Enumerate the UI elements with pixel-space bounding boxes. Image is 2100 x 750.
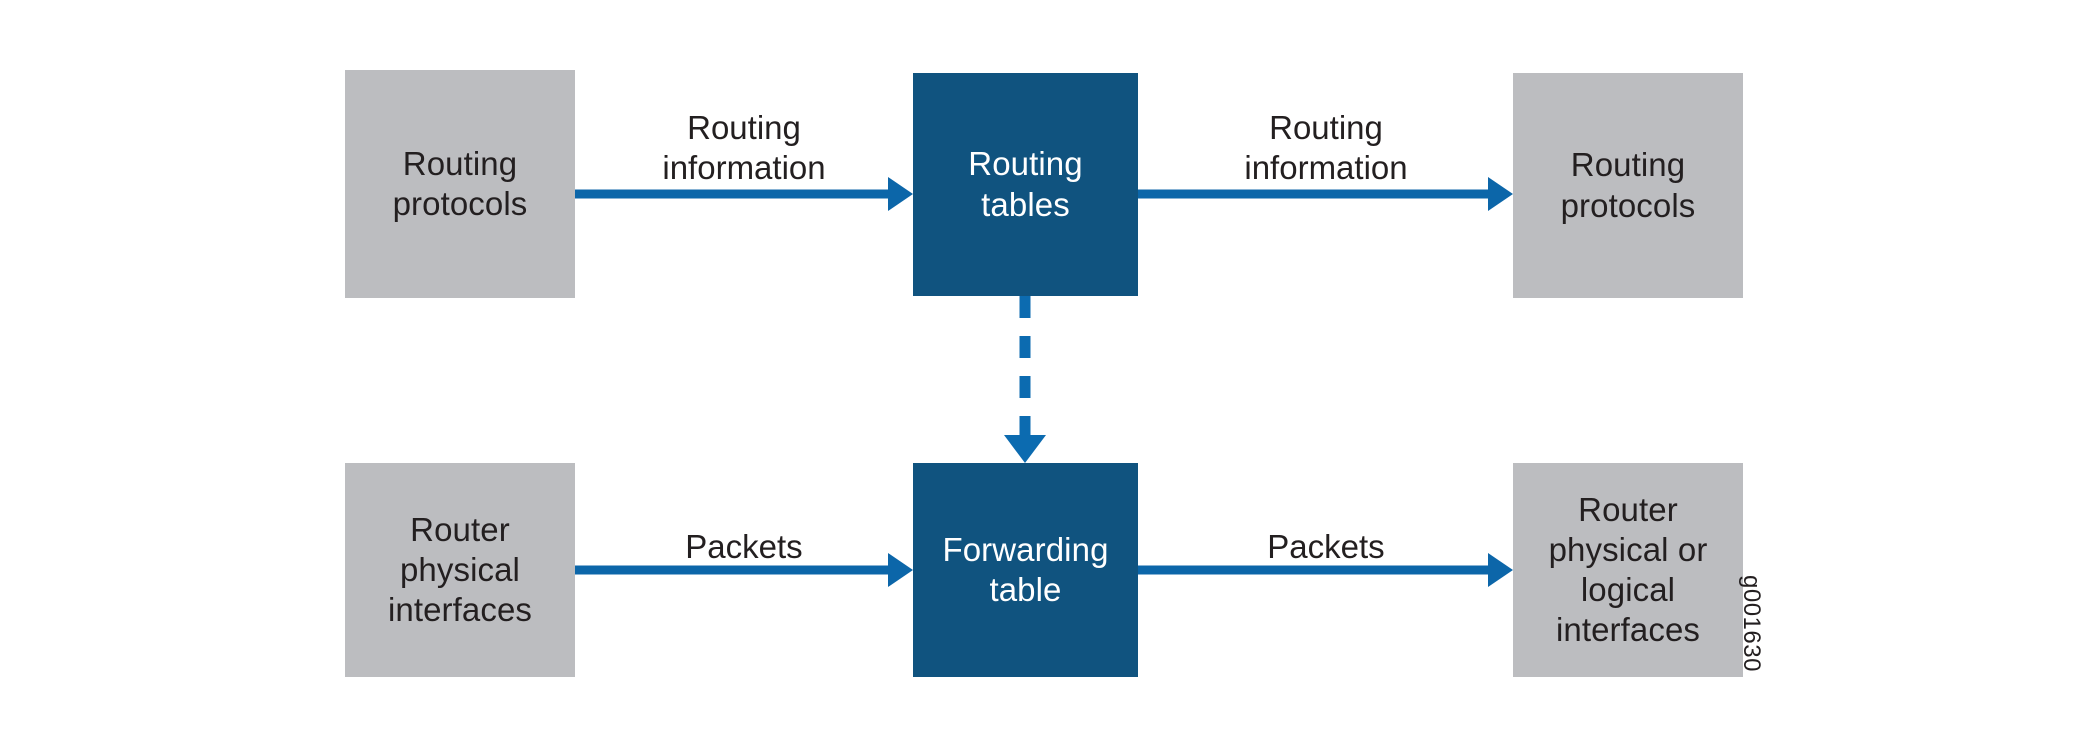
node-routing-protocols-source: Routing protocols [345,70,575,298]
arrow-shaft [575,189,888,199]
arrow-head-icon [1488,553,1513,587]
arrow-shaft [575,565,888,575]
arrow-head-icon [888,553,913,587]
arrow-shaft-dashed [1019,296,1031,435]
arrow-label-packets-out: Packets [1267,528,1385,565]
node-label: Routing protocols [392,144,528,222]
node-label: Routing protocols [1560,146,1696,224]
node-router-physical-interfaces: Router physical interfaces [345,463,575,677]
arrow-label-routing-information-out: Routing information [1244,109,1408,187]
arrow-label-packets-in: Packets [685,528,803,565]
arrow-head-icon [888,177,913,211]
node-forwarding-table: Forwarding table [913,463,1138,677]
node-label: Routing tables [968,145,1083,223]
arrow-head-icon [1488,177,1513,211]
node-label: Router physical or logical interfaces [1548,490,1708,649]
node-router-physical-or-logical-interfaces: Router physical or logical interfaces [1513,463,1743,677]
arrow-label-routing-information-in: Routing information [662,109,826,187]
arrow-shaft [1138,189,1488,199]
arrow-head-icon [1004,435,1046,463]
arrow-shaft [1138,565,1488,575]
node-label: Forwarding table [942,530,1109,608]
node-label: Router physical interfaces [387,510,533,629]
node-routing-protocols-target: Routing protocols [1513,73,1743,298]
figure-id-label: g001630 [1738,575,1765,672]
node-routing-tables: Routing tables [913,73,1138,296]
